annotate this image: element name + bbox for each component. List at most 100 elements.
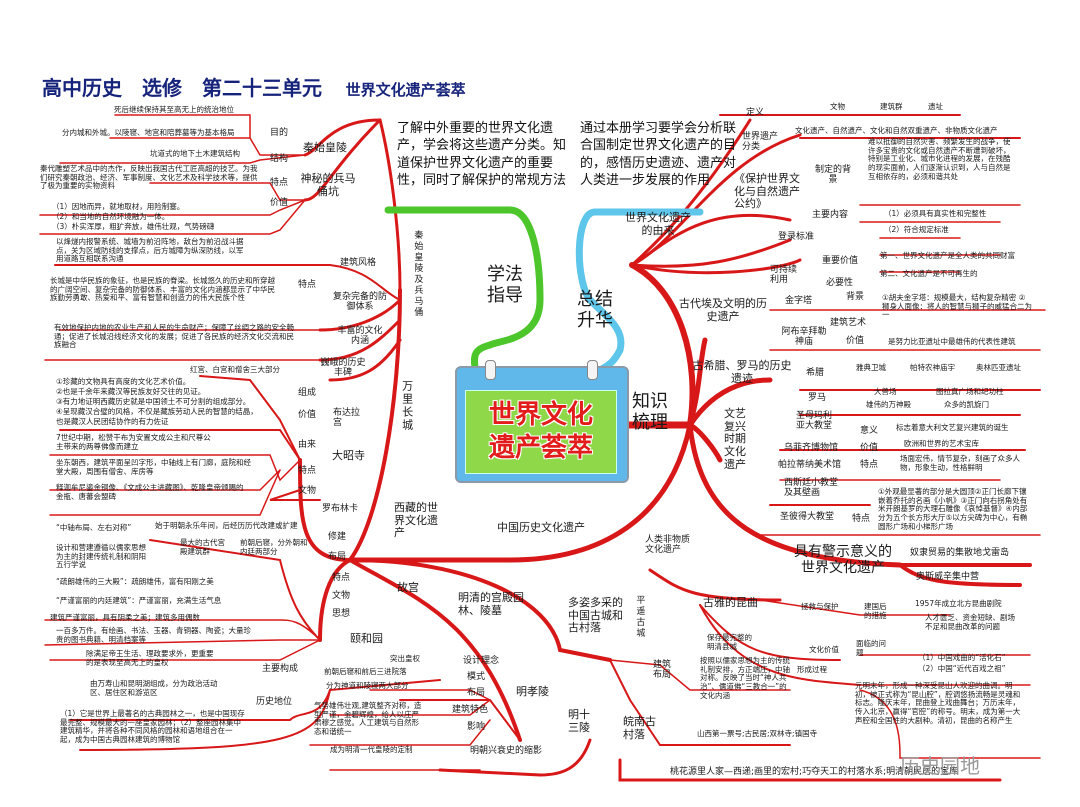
node-convention: 《保护世界文化与自然遗产公约》 — [734, 172, 800, 211]
text-potala-value-5: 也是藏汉人民团结协作的有力佐证 — [56, 417, 169, 426]
central-topic-calendar: 世界文化 遗产荟萃 — [455, 360, 629, 483]
text-potala-value-2: ②也是千余年来藏汉等民族友好交往的见证。 — [56, 387, 206, 396]
node-jokhang: 大昭寺 — [332, 449, 365, 462]
text-terracotta-value-3: （3）朴实浑厚，粗犷奔放，雄伟壮观，气势磅礴 — [52, 222, 215, 231]
node-abu-simbel: 阿布辛拜勒神庙 — [781, 327, 827, 348]
text-xl-style: 气势雄伟壮观,建筑整齐对称，造型严谨，金碧辉煌，给人以庄严肃穆之感觉。人工建筑与… — [314, 701, 422, 736]
key-jokhang-feature: 特点 — [298, 466, 317, 476]
node-xiaoling: 明孝陵 — [516, 685, 549, 698]
text-pyramid-art: ①胡夫金字塔：规模最大，结构复杂精密 ②狮身人面像：将人的智慧与狮子的威猛合二为… — [882, 293, 1032, 320]
key-structure: 结构 — [270, 154, 289, 164]
text-wall-style: 以烽燧内报警系统、城墙为前沿阵地，敌台为前沿战斗据点，关为区域防线的支撑点，后方… — [56, 237, 244, 264]
text-sp-main-a: 除满足帝王生活、理政要求外，更重要的是表现至高无上的皇权 — [86, 649, 214, 667]
text-criteria-2: （2）符合规定标准 — [884, 225, 949, 234]
key-palatina-feature: 特点 — [860, 460, 879, 470]
key-formation: 形成过程 — [797, 665, 827, 674]
text-sp-main-b: 由万寿山和昆明湖组成，分为政治活动区、居住区和游览区 — [90, 679, 218, 697]
text-palatina: 场面宏伟，情节复杂，刻画了众多人物，形象生动，性格鲜明 — [900, 454, 1020, 472]
text-background: 难以抵御的自然灾害、频繁发生的战争，使许多宝贵的文化或自然遗产不断遭到破坏，特别… — [868, 137, 1011, 181]
text-criteria-1: （1）必须具有真实性和完整性 — [884, 209, 987, 218]
node-thirteen-tombs: 明十三陵 — [568, 708, 590, 734]
key-fc-thought: 思想 — [332, 609, 351, 619]
node-history-monument: 巍峨的历史丰碑 — [320, 358, 366, 379]
calendar-panel: 世界文化 遗产荟萃 — [465, 390, 617, 474]
key-greece: 希腊 — [806, 368, 825, 378]
node-summer-palace: 颐和园 — [350, 632, 383, 645]
text-fc-feature-a: “疏朗雄伟的三大殿”：疏朗雄伟，富有阳刚之美 — [56, 577, 214, 586]
text-qin-purpose: 死后继续保持其至高无上的统治地位 — [114, 105, 234, 114]
text-town-layout-c: 山西第一票号;古民居;双林寺;镇国寺 — [697, 729, 818, 738]
node-culture-content: 丰富的文化内涵 — [337, 326, 383, 347]
key-significance: 意义 — [860, 426, 879, 436]
rome-item-4: 众多的凯旋门 — [944, 400, 989, 409]
warning-item-auschwitz: 奥斯威辛集中营 — [916, 572, 980, 582]
greece-item-3: 奥林匹亚遗址 — [976, 363, 1021, 372]
text-town-layout-a: 保存最完整的明清县城 — [707, 633, 752, 651]
node-pyramid: 金字塔 — [785, 296, 813, 306]
key-classification: 世界遗产分类 — [742, 132, 779, 153]
title-sub: 世界文化遗产荟萃 — [345, 81, 466, 99]
key-main-content: 主要内容 — [812, 210, 849, 220]
text-fc-layout-a: 最大的古代宫殿建筑群 — [180, 538, 225, 556]
text-value-1: 第一、世界文化遗产是全人类的共同财富 — [880, 251, 1015, 260]
node-china-heritage: 中国历史文化遗产 — [497, 521, 585, 534]
text-thirteen: 明朝兴衰史的缩影 — [470, 746, 543, 756]
node-forbidden-city: 故宫 — [397, 581, 419, 594]
warning-item-goree: 奴隶贸易的集散地戈雷岛 — [910, 548, 1010, 558]
node-egypt: 古代埃及文明的历史遗产 — [679, 297, 767, 323]
key-fc-relics: 文物 — [332, 591, 351, 601]
key-potala-value: 价值 — [298, 410, 317, 420]
greece-item-1: 雅典卫城 — [856, 363, 886, 372]
node-st-peter: 圣彼得大教堂 — [780, 512, 835, 522]
central-title-line-1: 世界文化 — [488, 400, 593, 430]
text-terracotta-structure: 坑道式的地下土木建筑结构 — [150, 149, 240, 158]
text-fc-idea: 设计和营建遵循以儒家思想为主的封建传统礼制和阴阳五行学说 — [56, 543, 146, 570]
text-xl-impact: 成为明清一代皇陵的定制 — [330, 745, 413, 754]
learning-goal-left: 了解中外重要的世界文化遗产，学会将这些遗产分类。知道保护世界文化遗产的重要性，同… — [397, 121, 567, 188]
text-value-2: 第二、文化遗产是不可再生的 — [880, 269, 978, 278]
key-abu-value: 价值 — [846, 336, 865, 346]
text-potala-value-4: ④呈现藏汉合璧的风格，不仅是藏族劳动人民的智慧的结晶， — [56, 407, 258, 416]
text-terracotta-value-1: （1）因地而异，就地取材，用险制塞。 — [52, 202, 185, 211]
node-kunqu: 古雅的昆曲 — [703, 596, 758, 609]
text-fc-axis: “中轴布局、左右对称” — [56, 523, 132, 532]
text-fc-build: 始于明朝永乐年间，后经历历代改建或扩建 — [155, 521, 298, 530]
text-xl-mode: 前朝后寝和前后三进院落 — [324, 667, 407, 676]
text-fc-relics-a: 建筑严谨富丽，具有阴柔之美；建筑多用偶数 — [50, 613, 200, 622]
key-impact: 影响 — [467, 722, 486, 732]
text-measure: 1957年成立北方昆曲剧院 — [915, 599, 1002, 608]
key-mode: 模式 — [467, 672, 486, 682]
node-great-wall: 万里长城 — [400, 380, 414, 432]
rome-item-3: 雄伟的万神殿 — [866, 400, 911, 409]
text-uffizi: 欧洲和世界的艺术宝库 — [904, 439, 979, 448]
key-architecture-art: 建筑艺术 — [830, 318, 867, 328]
node-towns: 多姿多采的中国古城和古村落 — [568, 596, 623, 635]
text-sp-history: （1）它是世界上最著名的古典园林之一，也是中国现存最完整、规模最大的一座皇家园林… — [60, 709, 245, 744]
node-potala: 布达拉宫 — [333, 408, 361, 429]
node-defense-system: 复杂完备的防御体系 — [332, 292, 387, 313]
text-peter: ①外观最显著的部分是大圆顶②正门长廊下镶嵌着乔托的名画《小帆》③正门向右拐角处有… — [878, 487, 1028, 531]
text-xl-layout: 分为神道和陵寝两大部分 — [326, 681, 409, 690]
key-necessity: 必要性 — [826, 278, 854, 288]
text-potala-value-3: ③有力地证明西藏历史就是中国领土不可分割的组成部分。 — [56, 397, 251, 406]
key-composition: 组成 — [298, 388, 317, 398]
key-background: 制定的背景 — [815, 165, 852, 186]
branch-summary: 总结升华 — [577, 289, 613, 331]
node-qin-mausoleum: 秦始皇陵 — [303, 141, 347, 154]
key-origin: 由来 — [298, 440, 317, 450]
learning-goal-right: 通过本册学习要学会分析联合国制定世界文化遗产的目的，感悟历史遗迹、遗产对人类进一… — [580, 121, 737, 188]
key-cultural-value: 文化价值 — [809, 645, 839, 654]
node-sustainable: 可持续利用 — [770, 265, 798, 286]
text-qin-structure: 分内城和外城。以陵寝、地宫和陪葬墓等为基本格局 — [62, 128, 235, 137]
text-fc-layout-b: 前朝后寝，分外朝和内廷两部分 — [240, 538, 308, 556]
node-greece-rome: 古希腊、罗马的历史遗迹 — [692, 359, 792, 385]
key-history-position: 历史地位 — [256, 697, 293, 707]
node-origin: 世界文化遗产的由来 — [625, 211, 691, 237]
rome-item-1: 大兽场 — [874, 387, 897, 396]
node-ming-qing: 明清的宫殿园林、陵墓 — [458, 591, 524, 617]
text-wall-defense: 长城是中华民族的象征，也是民族的脊梁。长城悠久的历史和所穿越的广阔空间、复杂完备… — [50, 276, 275, 303]
title-main: 高中历史 选修 第二十三单元 — [42, 76, 322, 100]
def-item-3: 遗址 — [928, 102, 943, 111]
key-build: 修建 — [328, 532, 347, 542]
key-measure: 建国后的措施 — [864, 602, 887, 620]
